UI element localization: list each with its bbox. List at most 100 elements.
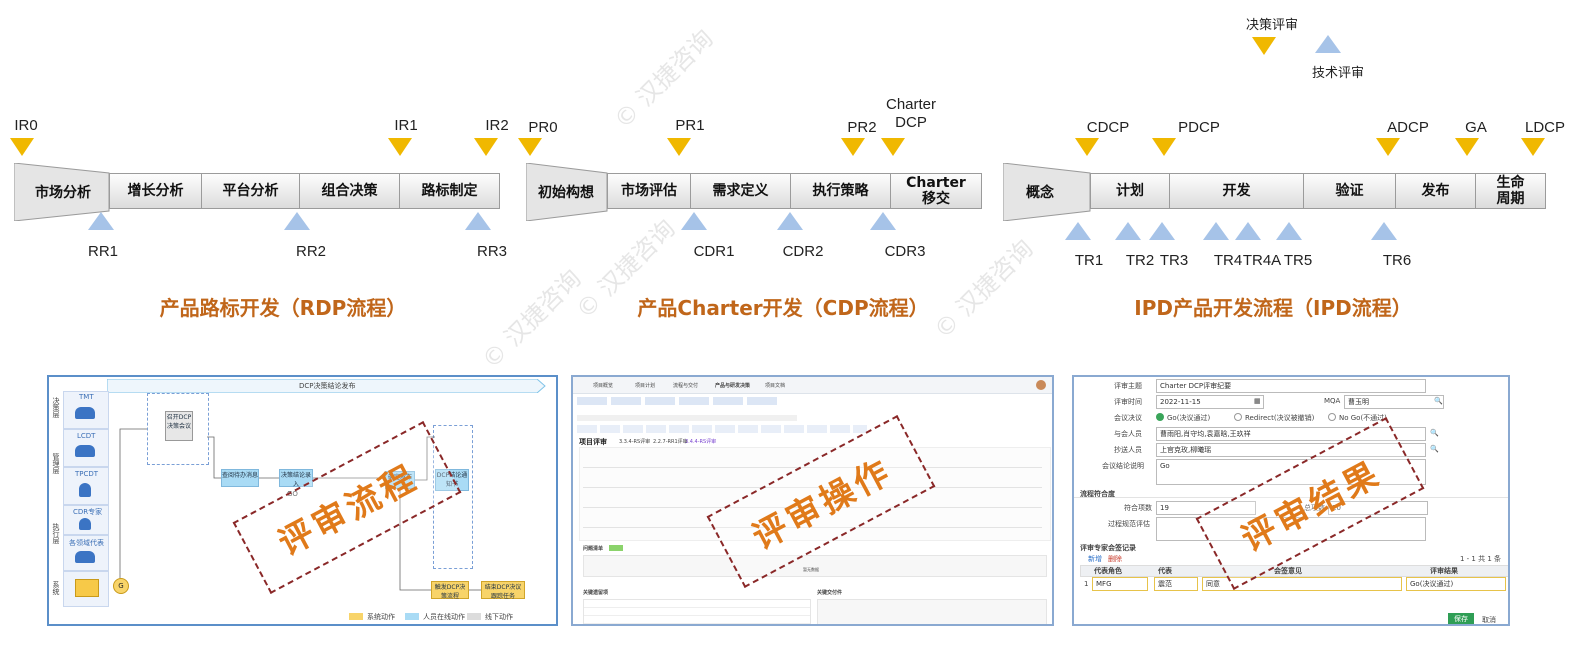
radio-nogo-icon[interactable] — [1328, 413, 1336, 421]
field-mqa-label: MQA — [1324, 397, 1341, 405]
ipd-tr5-triangle — [1276, 222, 1302, 240]
rdp-rr3-triangle — [465, 212, 491, 230]
ipd-stage-3: 开发 — [1170, 173, 1304, 209]
rdp-rr1-label: RR1 — [87, 243, 119, 260]
search-icon[interactable]: 🔍 — [1430, 445, 1439, 453]
search-icon[interactable]: 🔍 — [1430, 429, 1439, 437]
issues-table — [583, 555, 1047, 577]
ipd-tr3-label: TR3 — [1159, 252, 1189, 269]
filter-row — [577, 415, 797, 421]
issues-empty: 暂无数据 — [803, 567, 819, 572]
cdp-cdr1-label: CDR1 — [693, 243, 735, 260]
cdp-title: 产品Charter开发（CDP流程） — [637, 296, 929, 320]
search-icon[interactable]: 🔍 — [1434, 397, 1443, 405]
legend-online-swatch — [405, 613, 419, 620]
review-process-screenshot: DCP决策结论发布 TMT LCDT TPCDT CDR专家 各领域代表 决策层… — [47, 375, 558, 626]
radio-redirect-icon[interactable] — [1234, 413, 1242, 421]
lane-reps-label: 各领域代表 — [69, 539, 104, 547]
cdp-stage-bar: 市场评估 需求定义 执行策略 Charter 移交 — [607, 173, 982, 209]
field-time[interactable]: 2022-11-15 — [1156, 395, 1264, 409]
rdp-stage-1: 市场分析 — [35, 185, 91, 201]
radio-go[interactable]: Go(决议通过) — [1167, 414, 1211, 422]
process-eval[interactable] — [1156, 517, 1426, 541]
field-mqa[interactable]: 曹玉明 — [1344, 395, 1444, 409]
ipd-tr4a-label: TR4A — [1242, 252, 1282, 269]
ipd-adcp-triangle — [1376, 138, 1400, 156]
field-conclusion-label: 会议结论说明 — [1102, 462, 1144, 470]
radio-go-icon[interactable] — [1156, 413, 1164, 421]
ipd-cdcp-triangle — [1075, 138, 1099, 156]
ipd-ga-label: GA — [1465, 119, 1487, 136]
rdp-funnel — [14, 163, 110, 221]
tab-decision[interactable]: 产品与研发决策 — [715, 383, 751, 389]
row-rep[interactable]: 震范 — [1154, 577, 1198, 591]
legend-offline: 线下动作 — [485, 613, 513, 621]
cdp-pr0-triangle — [518, 138, 542, 156]
layer-system: 系统 — [52, 581, 60, 595]
add-button[interactable]: 新增 — [1088, 555, 1102, 563]
row-opinion[interactable]: 同意 — [1202, 577, 1402, 591]
cdp-cdr2-triangle — [777, 212, 803, 230]
cdp-charter-label: Charter — [885, 96, 937, 113]
ipd-funnel — [1003, 163, 1091, 221]
cdp-stage-5-line2: 移交 — [922, 191, 950, 207]
ipd-stage-1: 概念 — [1026, 185, 1054, 201]
rdp-stage-4: 组合决策 — [300, 173, 400, 209]
field-cc[interactable]: 上官克玫,柳曦瑶 — [1156, 443, 1426, 457]
field-attendees[interactable]: 曹雨阳,肖守均,袁嘉晗,王玖祥 — [1156, 427, 1426, 441]
row-role[interactable]: MFG — [1092, 577, 1148, 591]
col-role: 代表角色 — [1094, 567, 1122, 575]
decision-triangle-icon — [1252, 37, 1276, 55]
total-value[interactable]: 20 — [1328, 501, 1428, 515]
step-1[interactable]: 3.3.4-RS评审 — [619, 439, 651, 445]
ipd-tr4-label: TR4 — [1213, 252, 1243, 269]
field-conclusion[interactable]: Go — [1156, 459, 1426, 485]
tab-docs[interactable]: 项目文档 — [765, 383, 786, 389]
tab-overview[interactable]: 项目概览 — [593, 383, 614, 389]
layer-execution: 执行层 — [52, 523, 60, 544]
save-button[interactable]: 保存 — [1448, 613, 1474, 624]
field-topic[interactable]: Charter DCP评审纪要 — [1156, 379, 1426, 393]
legacy-table — [583, 599, 811, 624]
calendar-icon[interactable]: ▦ — [1254, 397, 1261, 405]
g-node: G — [113, 578, 129, 594]
rdp-title: 产品路标开发（RDP流程） — [159, 296, 407, 320]
radio-nogo[interactable]: No Go(不通过) — [1339, 414, 1387, 422]
go-label: GO — [287, 490, 298, 498]
rdp-rr1-triangle — [88, 212, 114, 230]
legend-system-swatch — [349, 613, 363, 620]
tech-triangle-icon — [1315, 35, 1341, 53]
legend-decision-label: 决策评审 — [1245, 17, 1299, 32]
section-compliance: 流程符合度 — [1080, 490, 1115, 498]
compliant-value[interactable]: 19 — [1156, 501, 1256, 515]
field-time-label: 评审时间 — [1114, 398, 1142, 406]
g-node-label: G — [118, 582, 124, 590]
delete-button[interactable]: 删除 — [1108, 555, 1122, 563]
rdp-ir1-triangle — [388, 138, 412, 156]
step-3[interactable]: 3.4.4-RS评审 — [685, 439, 717, 445]
ipd-tr2-label: TR2 — [1125, 252, 1155, 269]
pager: 1 - 1 共 1 条 — [1460, 555, 1502, 563]
ipd-tr2-triangle — [1115, 222, 1141, 240]
ipd-tr4a-triangle — [1235, 222, 1261, 240]
watermark: © 汉捷咨询 — [928, 234, 1039, 345]
radio-redirect[interactable]: Redirect(决议被撤销) — [1245, 414, 1315, 422]
cdp-stage-1: 初始构想 — [538, 185, 594, 201]
row-result[interactable]: Go(决议通过) — [1406, 577, 1506, 591]
tab-plan[interactable]: 项目计划 — [635, 383, 656, 389]
table-legacy-title: 关键遗留项 — [583, 590, 609, 596]
review-operation-screenshot: 项目概览 项目计划 流程与交付 产品与研发决策 项目文档 项目评审 3.3.4-… — [571, 375, 1054, 626]
app-topbar — [573, 377, 1052, 394]
tab-flow[interactable]: 流程与交付 — [673, 383, 699, 389]
step-2[interactable]: 2.2.7-RR1评审 — [653, 439, 688, 445]
cdp-pr1-triangle — [667, 138, 691, 156]
ipd-tr5-label: TR5 — [1283, 252, 1313, 269]
add-chip[interactable] — [609, 545, 623, 551]
rdp-ir0-triangle — [10, 138, 34, 156]
ipd-tr3-triangle — [1149, 222, 1175, 240]
ipd-tr1-label: TR1 — [1074, 252, 1104, 269]
cdp-stage-5: Charter 移交 — [891, 173, 982, 209]
box-dcp-meeting: 召开DCP决策会议 — [165, 411, 193, 441]
cancel-button[interactable]: 取消 — [1482, 616, 1496, 624]
rdp-rr2-label: RR2 — [295, 243, 327, 260]
